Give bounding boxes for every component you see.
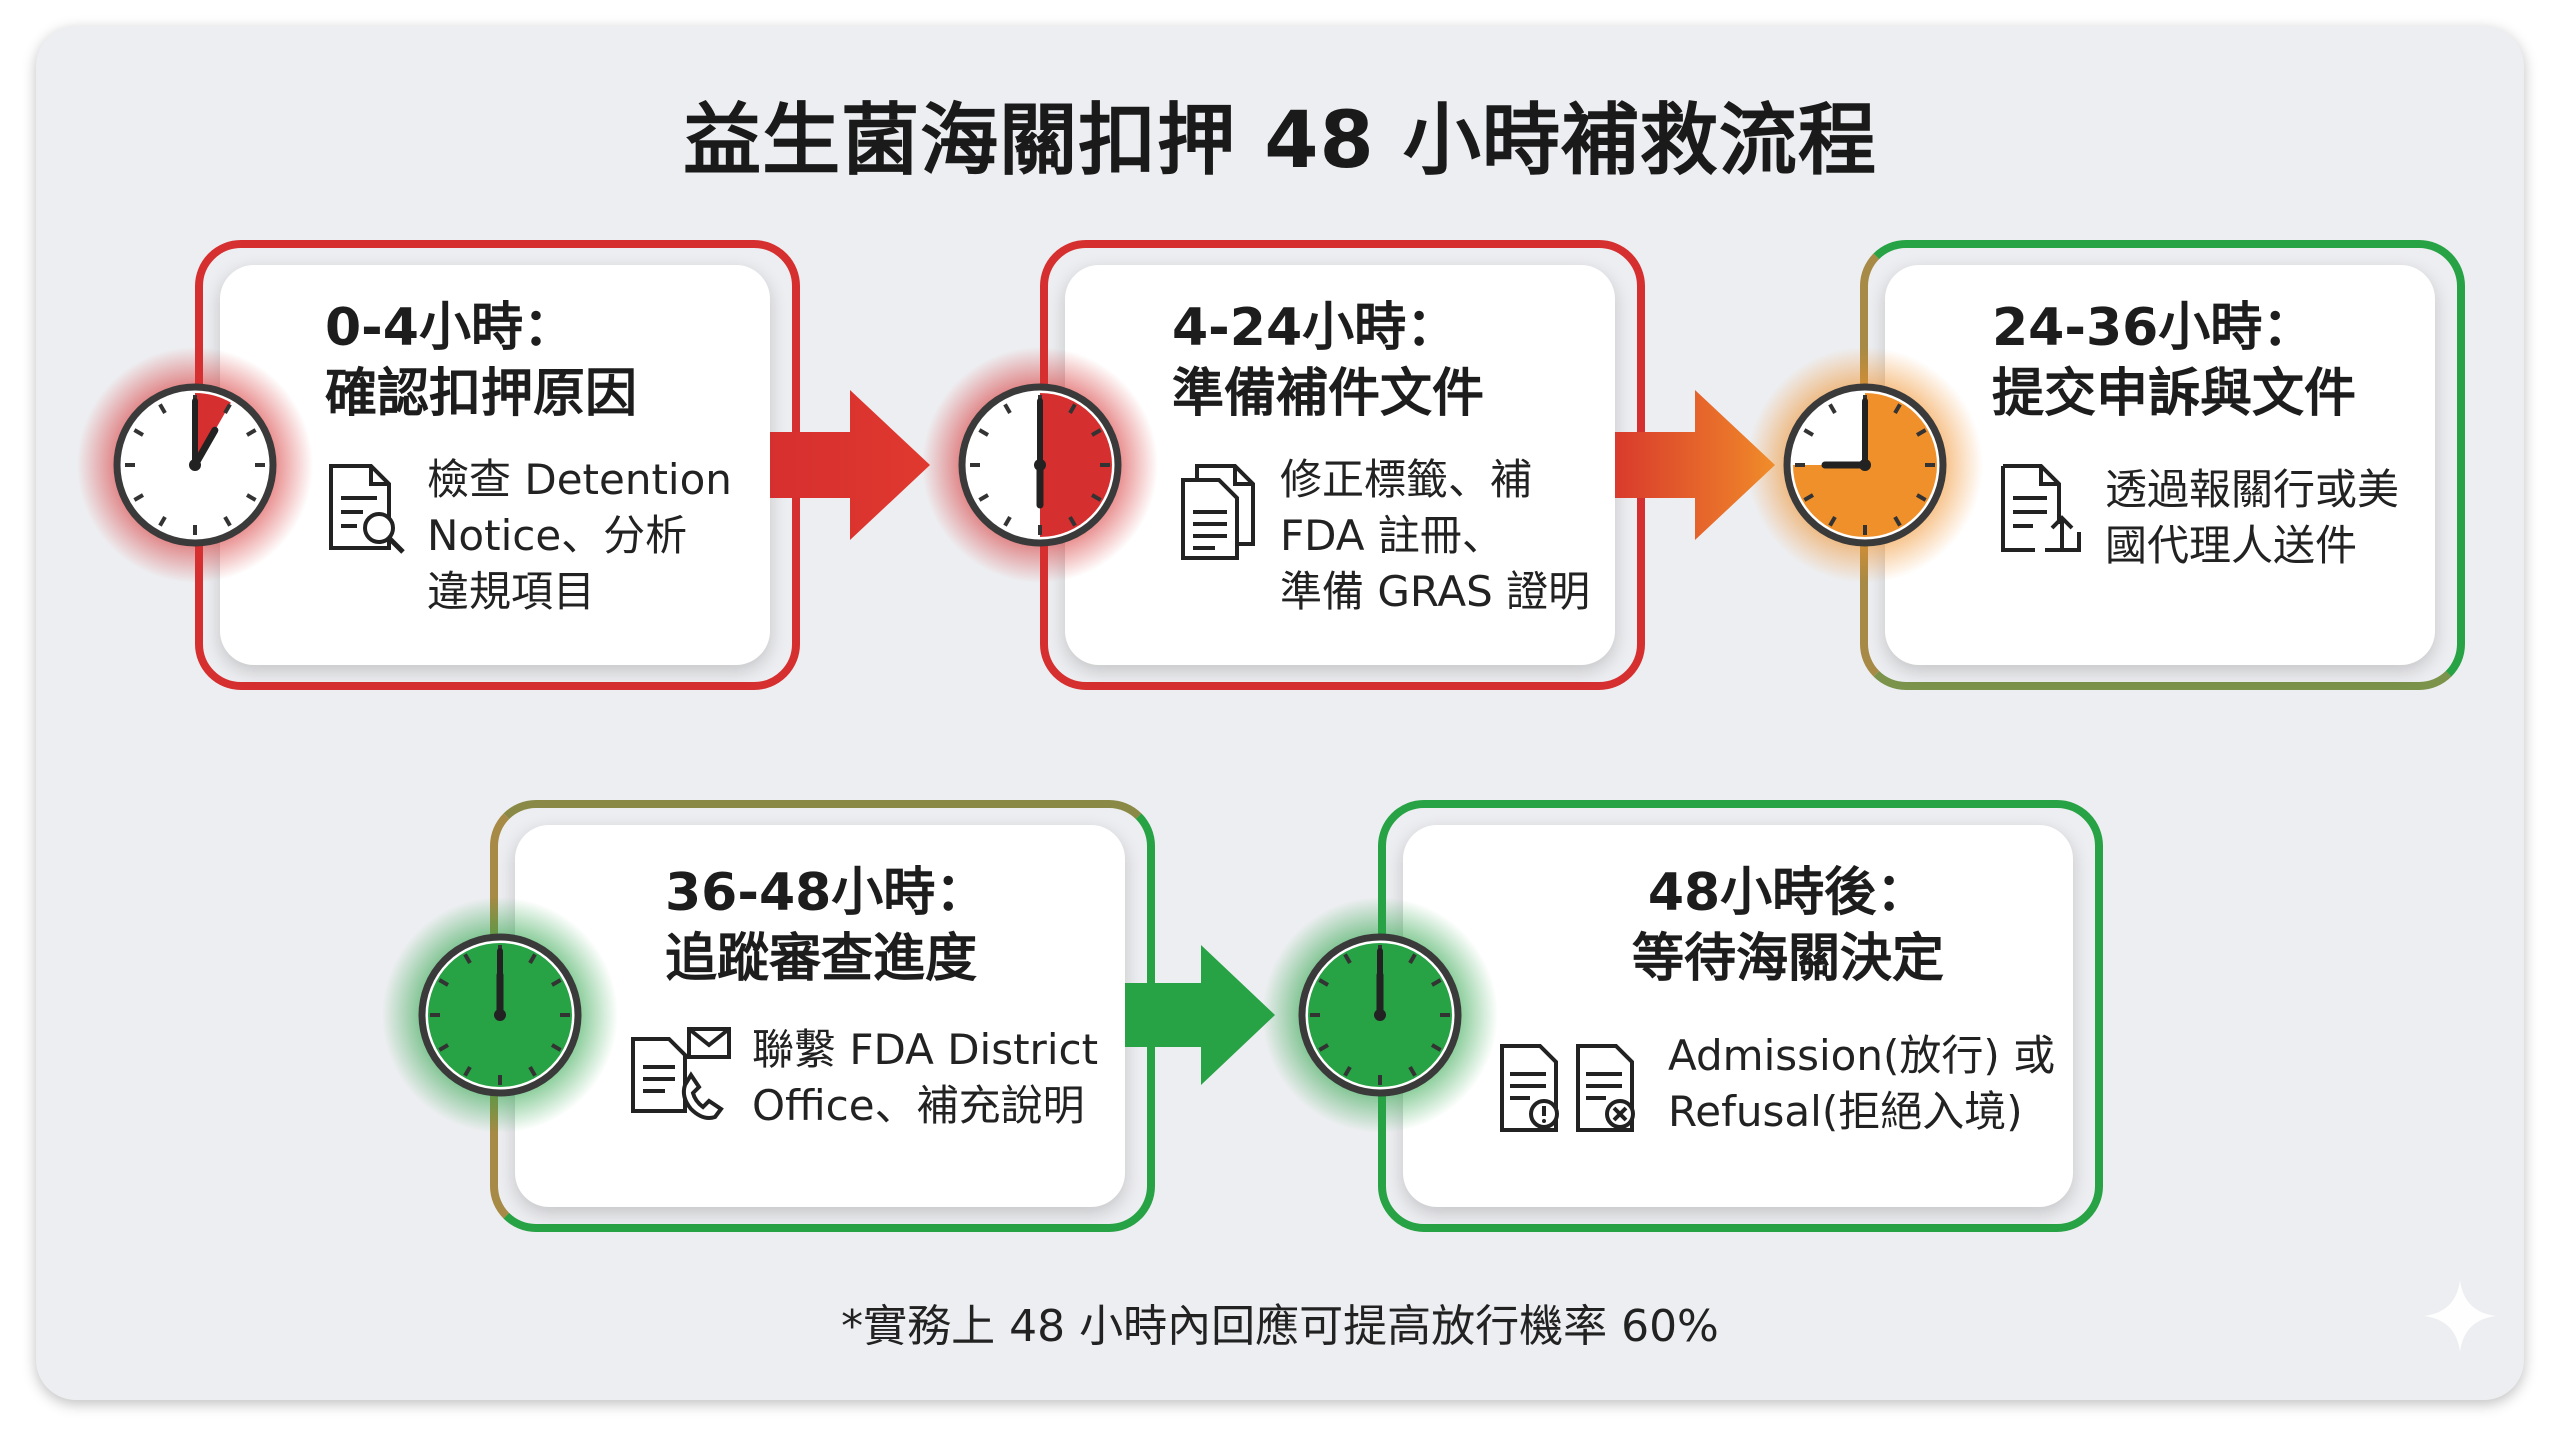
- step-heading: 0-4小時： 確認扣押原因: [325, 295, 785, 427]
- documents-stack-icon: [1181, 464, 1255, 560]
- diagram-panel: [36, 26, 2524, 1400]
- desc-line: 聯繫 FDA District: [752, 1025, 1099, 1074]
- timer-clock-icon: [77, 347, 313, 583]
- step-heading: 48小時後： 等待海關決定: [1558, 860, 2018, 992]
- document-search-icon: [329, 464, 405, 554]
- desc-line: 透過報關行或美: [2105, 465, 2400, 514]
- diagram-title: 益生菌海關扣押 48 小時補救流程: [683, 96, 1877, 186]
- step-action: 準備補件文件: [1172, 364, 1485, 424]
- step-action: 確認扣押原因: [325, 364, 638, 424]
- step-time: 48小時後：: [1647, 863, 1929, 923]
- timer-clock-icon: [922, 347, 1158, 583]
- desc-line: Refusal(拒絕入境): [1668, 1087, 2023, 1136]
- step-description: 透過報關行或美 國代理人送件: [2105, 462, 2465, 574]
- flow-arrow-2-to-3: [1615, 390, 1775, 540]
- flow-arrow-4-to-5: [1125, 945, 1275, 1085]
- step-action: 追蹤審查進度: [665, 929, 978, 989]
- documents-decision-icon: [1500, 1044, 1635, 1132]
- desc-line: 違規項目: [427, 567, 596, 616]
- step-heading: 36-48小時： 追蹤審查進度: [665, 860, 1125, 992]
- step-card: [1403, 825, 2073, 1207]
- flow-arrow-1-to-2: [770, 390, 930, 540]
- timer-clock-icon: [1262, 897, 1498, 1133]
- sparkle-icon: [2424, 1280, 2496, 1352]
- document-upload-icon: [2001, 464, 2081, 552]
- desc-line: FDA 註冊、: [1280, 511, 1504, 560]
- step-time: 36-48小時：: [665, 863, 988, 923]
- desc-line: Admission(放行) 或: [1668, 1031, 2056, 1080]
- step-36-48-hours: 36-48小時： 追蹤審查進度 聯繫 FDA District Office、補…: [490, 800, 1155, 1232]
- step-description: 聯繫 FDA District Office、補充說明: [752, 1022, 1152, 1134]
- timer-clock-icon: [1747, 347, 1983, 583]
- desc-line: Office、補充說明: [752, 1081, 1085, 1130]
- step-description: 修正標籤、補 FDA 註冊、 準備 GRAS 證明: [1280, 452, 1640, 620]
- step-0-4-hours: 0-4小時： 確認扣押原因 檢查 Detention Notice、分析 違規項…: [195, 240, 800, 690]
- step-action: 等待海關決定: [1631, 929, 1944, 989]
- desc-line: 準備 GRAS 證明: [1280, 567, 1591, 616]
- step-description: 檢查 Detention Notice、分析 違規項目: [427, 452, 797, 620]
- desc-line: 修正標籤、補: [1280, 455, 1533, 504]
- step-description: Admission(放行) 或 Refusal(拒絕入境): [1668, 1028, 2098, 1140]
- document-mail-phone-icon: [631, 1027, 731, 1120]
- step-heading: 4-24小時： 準備補件文件: [1172, 295, 1632, 427]
- step-heading: 24-36小時： 提交申訴與文件: [1992, 295, 2452, 427]
- desc-line: 檢查 Detention: [427, 455, 732, 504]
- step-action: 提交申訴與文件: [1992, 364, 2357, 424]
- desc-line: 國代理人送件: [2105, 521, 2358, 570]
- footnote: *實務上 48 小時內回應可提高放行機率 60%: [841, 1301, 1719, 1352]
- timer-clock-icon: [382, 897, 618, 1133]
- step-time: 4-24小時：: [1172, 298, 1459, 358]
- step-time: 24-36小時：: [1992, 298, 2315, 358]
- step-time: 0-4小時：: [325, 298, 575, 358]
- desc-line: Notice、分析: [427, 511, 688, 560]
- step-after-48-hours: 48小時後： 等待海關決定 Admission(放行) 或 Refusal(拒絕…: [1378, 800, 2103, 1232]
